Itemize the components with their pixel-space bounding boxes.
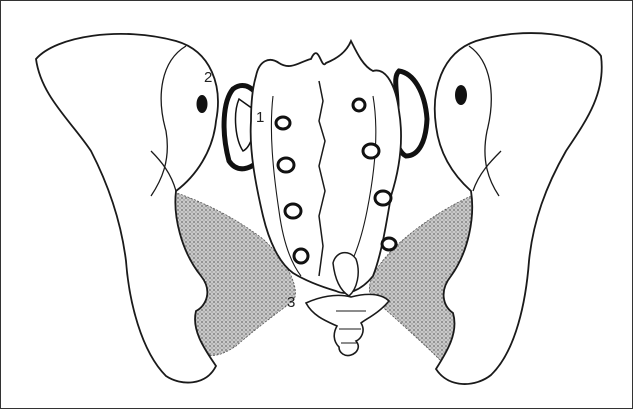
label-2: 2 <box>204 69 212 86</box>
coccyx <box>306 294 389 355</box>
left-joint-marker <box>197 95 208 113</box>
label-1: 1 <box>256 109 264 126</box>
right-joint-marker <box>455 85 467 105</box>
label-3: 3 <box>287 294 295 311</box>
